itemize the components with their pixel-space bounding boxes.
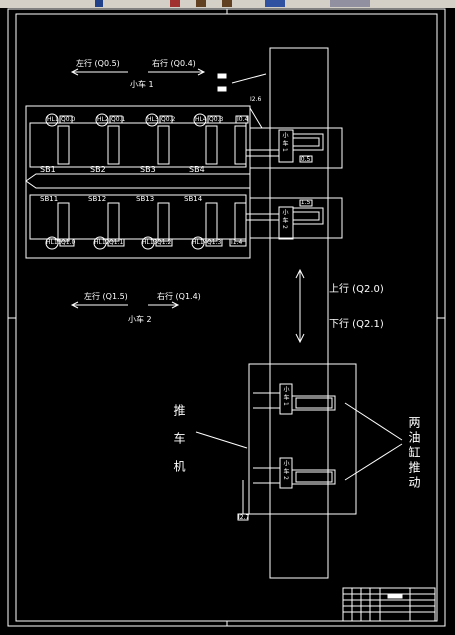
inner-frame: [15, 13, 438, 622]
vertical-rail: [269, 47, 329, 579]
switch-sb13: SB13: [136, 195, 155, 203]
lamp-tag-1: Q0.0: [61, 116, 76, 123]
arrow-down-icon[interactable]: [95, 0, 103, 7]
pusher-cart2: 小车2: [282, 460, 289, 482]
lamp-tag-2: Q0.1: [111, 116, 126, 123]
top-right-label: 右行 (Q0.4): [152, 59, 196, 68]
text-style-icon[interactable]: [265, 0, 285, 7]
pusher-tag: I2.7: [238, 514, 250, 521]
layer-icon[interactable]: [330, 0, 370, 7]
zoom-icon[interactable]: [170, 0, 180, 7]
lamp-tag-11: Q1.0: [61, 239, 76, 246]
lamp-hl4: HL4: [195, 116, 207, 123]
bottom-right-label: 右行 (Q1.4): [157, 292, 201, 301]
switch-sb4: SB4: [189, 165, 205, 174]
pusher-box: [237, 363, 357, 521]
upper-cart-label: 小车1: [281, 132, 288, 154]
down-label: 下行 (Q2.1): [329, 319, 384, 330]
up-label: 上行 (Q2.0): [329, 284, 384, 295]
lamp-tag-13: Q1.2: [157, 239, 172, 246]
lamp-tag-3: Q0.2: [161, 116, 176, 123]
drawing-canvas[interactable]: 左行 (Q0.5) 右行 (Q0.4) 小车 1 I2.6 HL1 HL2 HL…: [0, 8, 455, 635]
cart2-title: 小车 2: [128, 315, 152, 324]
cart1-title: 小车 1: [130, 80, 154, 89]
switch-sb14: SB14: [184, 195, 203, 203]
control-panel-box: [25, 105, 251, 259]
lower-rail-box: [249, 197, 343, 239]
lamp-hl12: HL12: [94, 239, 110, 246]
lamp-hl14: HL14: [192, 239, 208, 246]
lamp-hl3: HL3: [147, 116, 159, 123]
lamp-tag-12: Q1.1: [109, 239, 124, 246]
upper-cart-track: [29, 122, 247, 168]
bottom-left-label: 左行 (Q1.5): [84, 292, 128, 301]
switch-sb3: SB3: [140, 165, 156, 174]
outer-frame: [7, 8, 446, 627]
upper-cart-tag: I0.5: [299, 156, 311, 163]
divider-arrow: [25, 173, 251, 189]
switch-sb1: SB1: [40, 165, 56, 174]
schematic-drawing: [7, 8, 446, 627]
cylinders-label: 两油缸推动: [407, 416, 421, 491]
top-left-label: 左行 (Q0.5): [76, 59, 120, 68]
zoom-in-icon[interactable]: [196, 0, 206, 7]
lower-cart-tag: I1.5: [299, 199, 311, 206]
pusher-cart1: 小车1: [282, 386, 289, 408]
lower-switches: [45, 202, 247, 250]
lamp-hl2: HL2: [97, 116, 109, 123]
title-block: [342, 587, 436, 622]
lower-extra-tag: I1.4: [231, 239, 243, 246]
upper-switches: [45, 113, 249, 165]
switch-sb11: SB11: [40, 195, 59, 203]
lamp-hl1: HL1: [47, 116, 59, 123]
lamp-tag-4: Q0.3: [209, 116, 224, 123]
lamp-hl13: HL13: [142, 239, 158, 246]
lower-cart-label: 小车2: [281, 209, 288, 231]
switch-sb12: SB12: [88, 195, 107, 203]
pusher-label: 推车机: [172, 404, 186, 488]
switch-sb2: SB2: [90, 165, 106, 174]
upper-extra-tag: I0.4: [237, 116, 249, 123]
lamp-hl11: HL11: [46, 239, 62, 246]
lamp-tag-14: Q1.3: [207, 239, 222, 246]
zoom-out-icon[interactable]: [222, 0, 232, 7]
upper-rail-box: [249, 127, 343, 169]
top-tag: I2.6: [250, 96, 262, 103]
